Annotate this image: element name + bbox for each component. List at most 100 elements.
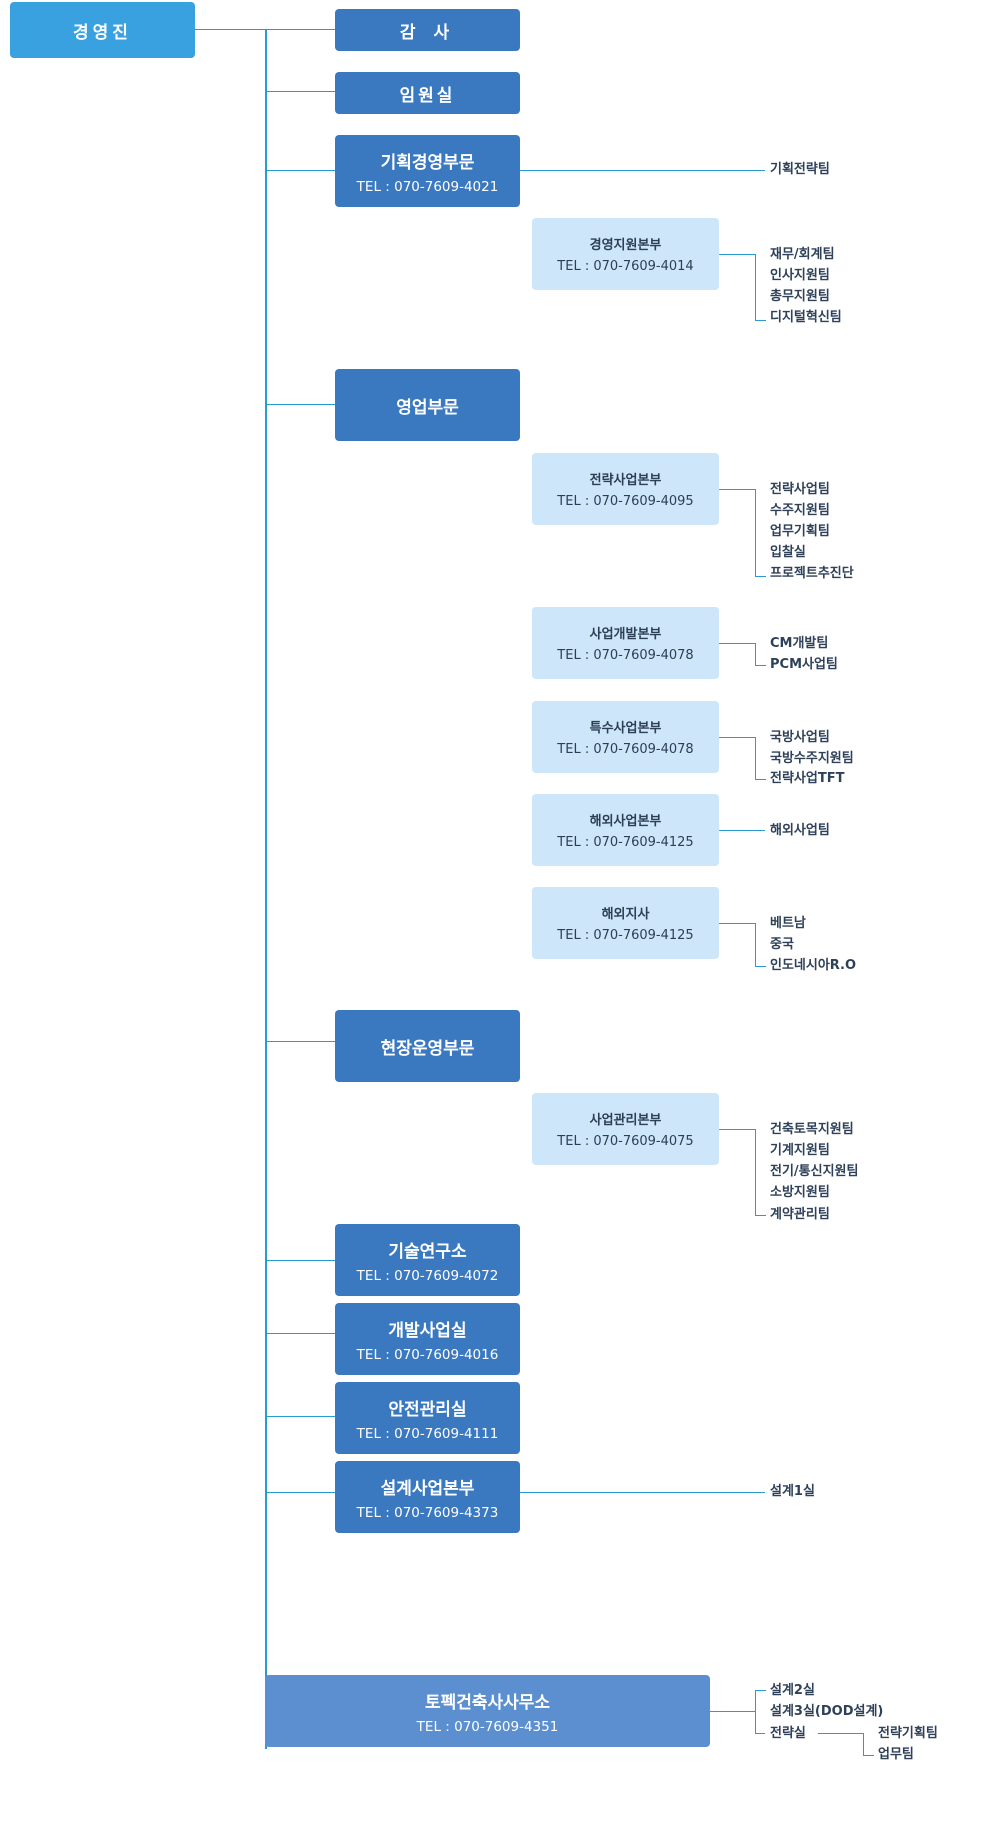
site-ops-box: 현장운영부문	[335, 1010, 520, 1082]
ceo-label: 경영진	[73, 22, 132, 43]
sales-label: 영업부문	[396, 397, 459, 418]
audit-label: 감 사	[399, 22, 456, 43]
sales-box: 영업부문	[335, 369, 520, 441]
special-biz-team: 국방수주지원팀	[770, 751, 854, 766]
ceo-box: 경영진	[10, 2, 195, 58]
branch-sales	[265, 404, 335, 405]
mgmt-support-team: 총무지원팀	[770, 289, 830, 304]
special-biz-bracket	[755, 737, 766, 780]
branch-design	[265, 1492, 335, 1493]
overseas-biz-connector	[719, 830, 765, 831]
special-biz-box: 특수사업본부 TEL : 070-7609-4078	[532, 701, 719, 773]
project-mgmt-team: 계약관리팀	[770, 1207, 830, 1222]
strategy-room-connector	[818, 1733, 863, 1734]
architect-office-box: 토펙건축사사무소 TEL : 070-7609-4351	[265, 1675, 710, 1747]
mgmt-support-team: 디지털혁신팀	[770, 310, 842, 325]
executive-office-label: 임원실	[399, 85, 456, 106]
biz-dev-bracket	[755, 643, 766, 666]
biz-dev-box: 사업개발본부 TEL : 070-7609-4078	[532, 607, 719, 679]
project-mgmt-team: 소방지원팀	[770, 1185, 830, 1200]
planning-team: 기획전략팀	[770, 162, 830, 177]
project-mgmt-team: 건축토목지원팀	[770, 1122, 854, 1137]
dev-biz-label: 개발사업실	[388, 1320, 467, 1341]
mgmt-support-team: 인사지원팀	[770, 268, 830, 283]
tech-lab-tel: TEL : 070-7609-4072	[356, 1267, 499, 1284]
strategy-biz-connector	[719, 489, 755, 490]
planning-tel: TEL : 070-7609-4021	[356, 178, 499, 195]
special-biz-team: 국방사업팀	[770, 730, 830, 745]
project-mgmt-tel: TEL : 070-7609-4075	[557, 1134, 694, 1149]
planning-label: 기획경영부문	[380, 152, 475, 173]
mgmt-support-team: 재무/회계팀	[770, 247, 835, 262]
special-biz-team: 전략사업TFT	[770, 771, 845, 786]
dev-biz-tel: TEL : 070-7609-4016	[356, 1346, 499, 1363]
safety-tel: TEL : 070-7609-4111	[356, 1425, 499, 1442]
design-biz-tel: TEL : 070-7609-4373	[356, 1504, 499, 1521]
branch-tech-lab	[265, 1260, 335, 1261]
architect-office-bottom-tick	[755, 1733, 765, 1734]
overseas-branch-team: 중국	[770, 937, 794, 952]
executive-office-box: 임원실	[335, 72, 520, 114]
architect-office-connector	[710, 1711, 755, 1712]
overseas-branch-bracket	[755, 923, 766, 967]
strategy-biz-bracket	[755, 489, 766, 577]
strategy-biz-box: 전략사업본부 TEL : 070-7609-4095	[532, 453, 719, 525]
architect-office-team: 설계2실	[770, 1683, 815, 1698]
mgmt-support-tel: TEL : 070-7609-4014	[557, 259, 694, 274]
strategy-biz-team: 프로젝트추진단	[770, 566, 854, 581]
architect-office-tel: TEL : 070-7609-4351	[416, 1718, 559, 1735]
biz-dev-team: PCM사업팀	[770, 657, 838, 672]
safety-label: 안전관리실	[388, 1399, 467, 1420]
architect-office-bracket	[755, 1690, 766, 1734]
strategy-room-team: 업무팀	[878, 1747, 914, 1762]
architect-office-team: 설계3실(DOD설계)	[770, 1704, 884, 1719]
project-mgmt-box: 사업관리본부 TEL : 070-7609-4075	[532, 1093, 719, 1165]
branch-executive	[265, 91, 335, 92]
tech-lab-box: 기술연구소 TEL : 070-7609-4072	[335, 1224, 520, 1296]
strategy-biz-team: 업무기획팀	[770, 524, 830, 539]
biz-dev-team: CM개발팀	[770, 636, 829, 651]
site-ops-label: 현장운영부문	[380, 1038, 475, 1059]
planning-box: 기획경영부문 TEL : 070-7609-4021	[335, 135, 520, 207]
project-mgmt-bracket	[755, 1129, 766, 1216]
design-team-line	[520, 1492, 765, 1493]
project-mgmt-team: 기계지원팀	[770, 1143, 830, 1158]
strategy-room-bracket	[863, 1733, 874, 1756]
audit-box: 감 사	[335, 9, 520, 51]
biz-dev-tel: TEL : 070-7609-4078	[557, 648, 694, 663]
trunk-line	[265, 29, 267, 1749]
branch-dev-biz	[265, 1333, 335, 1334]
dev-biz-box: 개발사업실 TEL : 070-7609-4016	[335, 1303, 520, 1375]
biz-dev-connector	[719, 643, 755, 644]
project-mgmt-team: 전기/통신지원팀	[770, 1164, 859, 1179]
top-connector	[195, 29, 335, 30]
design-biz-label: 설계사업본부	[380, 1478, 475, 1499]
biz-dev-label: 사업개발본부	[589, 627, 662, 642]
mgmt-support-box: 경영지원본부 TEL : 070-7609-4014	[532, 218, 719, 290]
strategy-biz-team: 수주지원팀	[770, 503, 830, 518]
special-biz-tel: TEL : 070-7609-4078	[557, 742, 694, 757]
branch-site-ops	[265, 1041, 335, 1042]
overseas-biz-box: 해외사업본부 TEL : 070-7609-4125	[532, 794, 719, 866]
overseas-branch-connector	[719, 923, 755, 924]
strategy-biz-team: 입찰실	[770, 545, 806, 560]
safety-box: 안전관리실 TEL : 070-7609-4111	[335, 1382, 520, 1454]
overseas-biz-label: 해외사업본부	[589, 814, 662, 829]
branch-safety	[265, 1416, 335, 1417]
project-mgmt-connector	[719, 1129, 755, 1130]
design-biz-team: 설계1실	[770, 1484, 815, 1499]
overseas-branch-team: 인도네시아R.O	[770, 958, 857, 973]
special-biz-label: 특수사업본부	[589, 721, 662, 736]
project-mgmt-label: 사업관리본부	[589, 1113, 662, 1128]
overseas-branch-label: 해외지사	[601, 907, 650, 922]
strategy-room-team: 전략기획팀	[878, 1726, 938, 1741]
strategy-biz-tel: TEL : 070-7609-4095	[557, 494, 694, 509]
overseas-biz-team: 해외사업팀	[770, 823, 830, 838]
special-biz-connector	[719, 737, 755, 738]
overseas-branch-tel: TEL : 070-7609-4125	[557, 928, 694, 943]
tech-lab-label: 기술연구소	[388, 1241, 467, 1262]
planning-team-line	[520, 170, 765, 171]
architect-office-team: 전략실	[770, 1726, 806, 1741]
mgmt-support-bracket	[755, 254, 766, 321]
overseas-branch-box: 해외지사 TEL : 070-7609-4125	[532, 887, 719, 959]
